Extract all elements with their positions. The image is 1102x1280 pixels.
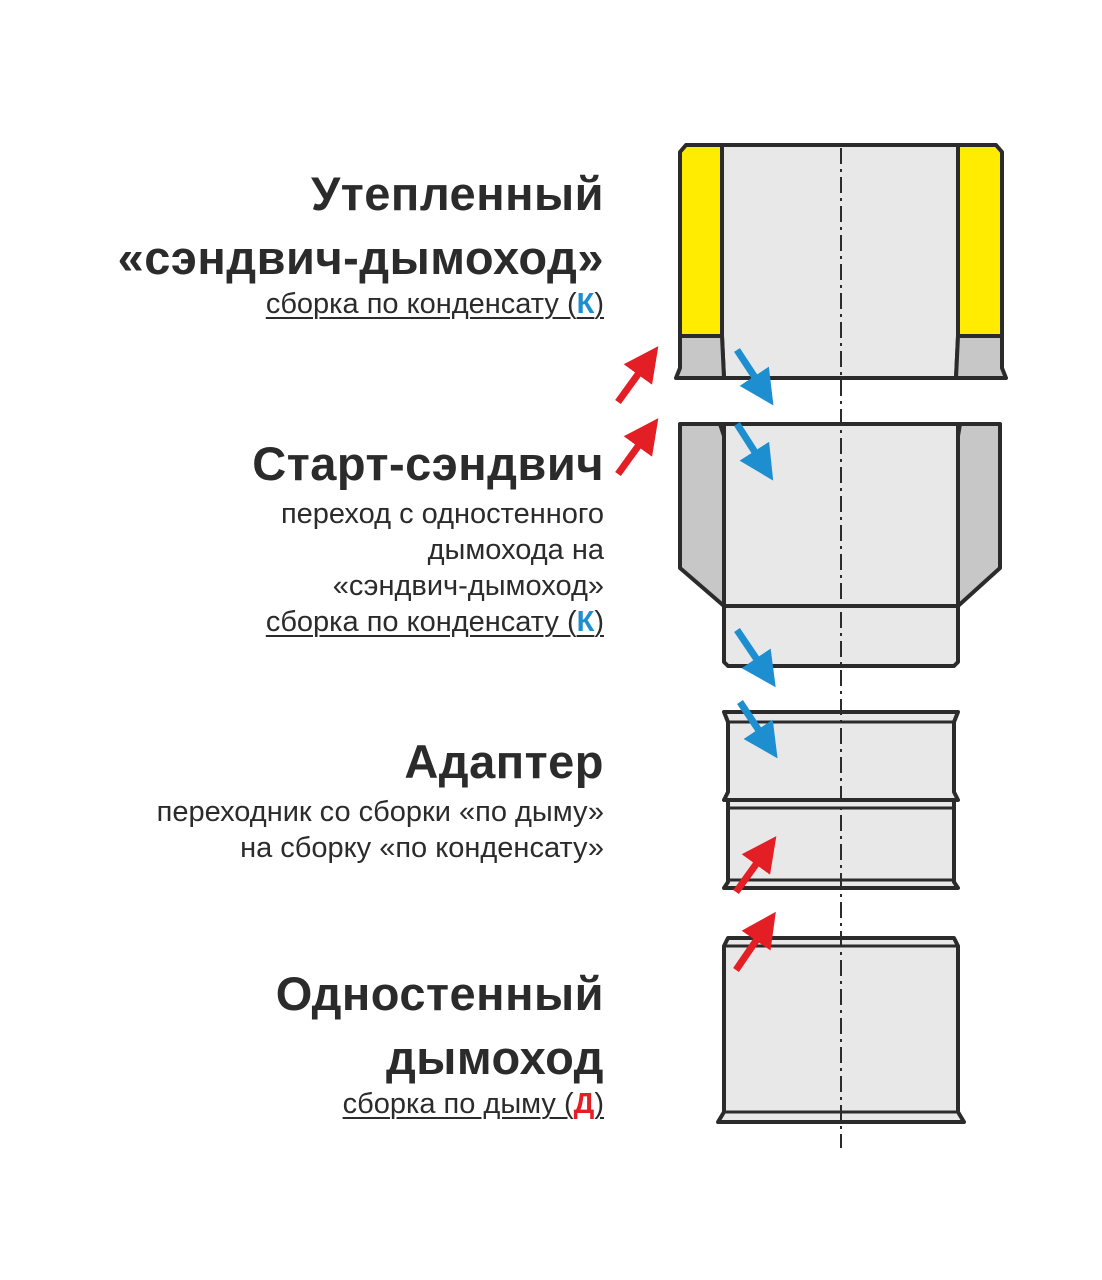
insulated-title-line1: Утепленный <box>311 167 604 220</box>
single-title-line2: дымоход <box>385 1031 604 1084</box>
single-assembly-note: сборка по дыму (Д) <box>276 1086 604 1122</box>
red-arrow-icon <box>733 836 777 895</box>
insulated-assembly-note: сборка по конденсату (К) <box>118 286 604 322</box>
insulation-right <box>956 143 1004 338</box>
start-desc-line3: «сэндвич-дымоход» <box>332 570 604 602</box>
assembly-text: сборка по дыму ( <box>342 1088 574 1120</box>
single-wall-label: Одностенный дымоход сборка по дыму (Д) <box>276 962 604 1122</box>
condensate-arrows <box>734 348 778 759</box>
blue-arrow-icon <box>734 348 774 406</box>
bottom-ring-left <box>674 334 726 380</box>
assembly-text: сборка по конденсату ( <box>265 606 577 638</box>
blue-arrow-icon <box>737 700 778 759</box>
blue-arrow-icon <box>734 422 774 481</box>
adapter-title: Адаптер <box>404 735 604 788</box>
start-assembly-note: сборка по конденсату (К) <box>252 604 604 640</box>
adapter-desc-line2: на сборку «по конденсату» <box>240 832 604 864</box>
start-sandwich-pipe <box>678 422 1002 668</box>
single-title-line1: Одностенный <box>275 967 604 1020</box>
insulation-left <box>678 143 724 338</box>
blue-arrow-icon <box>734 628 776 688</box>
smoke-arrows <box>615 346 777 972</box>
condensate-code: К <box>576 288 595 320</box>
insulated-sandwich-label: Утепленный «сэндвич-дымоход» сборка по к… <box>118 162 604 322</box>
red-arrow-icon <box>615 418 659 477</box>
start-title: Старт-сэндвич <box>252 437 604 490</box>
insulated-sandwich-pipe <box>674 143 1008 380</box>
red-arrow-icon <box>733 911 776 972</box>
assembly-close: ) <box>594 288 604 320</box>
assembly-close: ) <box>594 1088 604 1120</box>
start-cone-left <box>678 422 726 608</box>
assembly-close: ) <box>594 606 604 638</box>
adapter-upper <box>722 710 960 802</box>
start-sandwich-label: Старт-сэндвич переход с одностенного дым… <box>252 432 604 640</box>
start-desc-line1: переход с одностенного <box>280 498 604 530</box>
condensate-code: К <box>576 606 595 638</box>
adapter-label: Адаптер переходник со сборки «по дыму» н… <box>157 730 604 866</box>
insulated-title-line2: «сэндвич-дымоход» <box>117 231 604 284</box>
assembly-text: сборка по конденсату ( <box>265 288 577 320</box>
bottom-ring-right <box>954 334 1008 380</box>
start-desc-line2: дымохода на <box>427 534 604 566</box>
red-arrow-icon <box>615 346 659 405</box>
adapter-desc-line1: переходник со сборки «по дыму» <box>156 796 604 828</box>
smoke-code: Д <box>573 1088 595 1120</box>
start-cone-right <box>956 422 1002 608</box>
